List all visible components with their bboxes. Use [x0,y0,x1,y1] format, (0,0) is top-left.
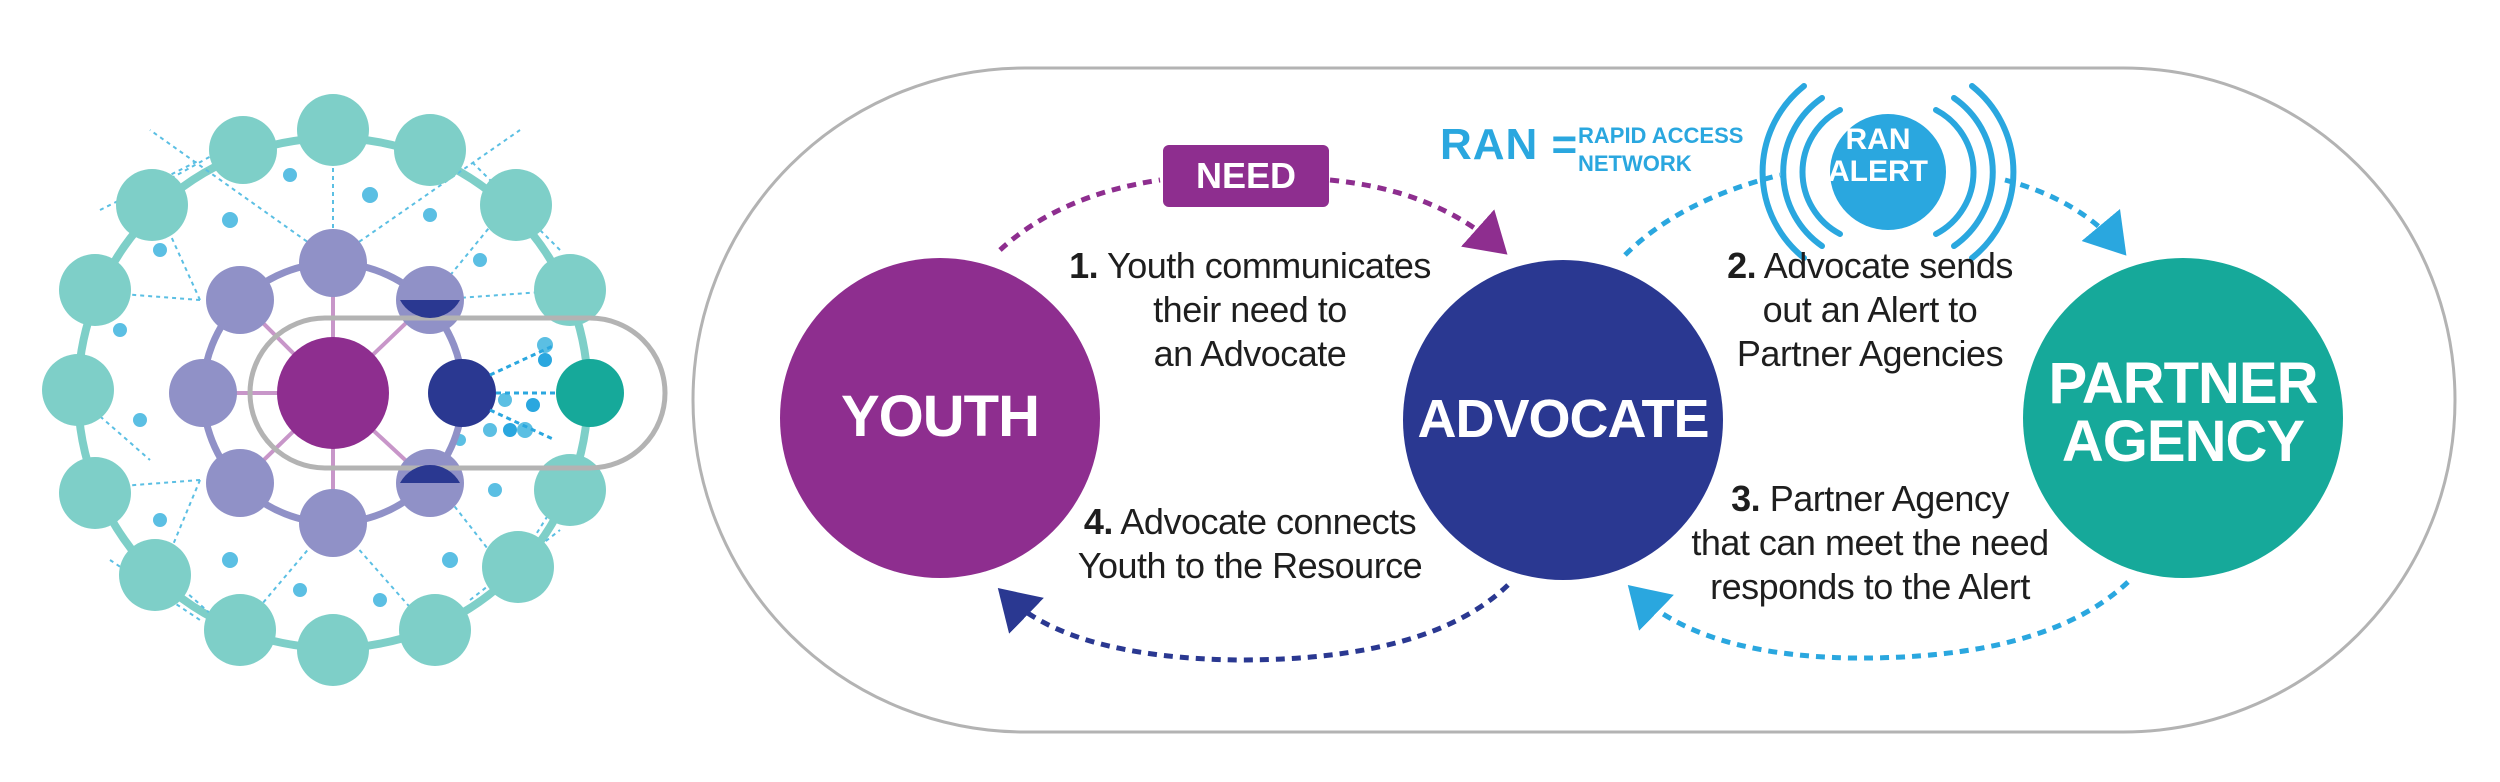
ran-full-line2: NETWORK [1578,151,1692,176]
partner-agency-node [2023,258,2343,578]
ran-alert-line1: RAN [1845,123,1911,156]
network-cluster-icon [42,94,668,686]
dashed-arrow-icon [2004,177,2127,256]
step-1-line2: their need to [1153,289,1347,330]
step-2-line2: out an Alert to [1762,289,1978,330]
need-tag: NEED [1163,145,1329,207]
partner-label-line2: AGENCY [2061,409,2305,474]
dashed-arrow-icon [1627,580,2130,661]
step-3-number: 3. [1731,478,1761,519]
youth-label: YOUTH [841,384,1040,449]
ran-full-name: RAPID ACCESS NETWORK [1578,122,1743,178]
step-3-line1: Partner Agency [1769,478,2010,519]
dashed-arrow-icon [1623,172,1781,257]
step-4-number: 4. [1083,501,1114,542]
highlight-pill [247,315,668,471]
ran-full-line1: RAPID ACCESS [1578,123,1744,148]
dashed-arrow-icon [998,177,1161,252]
ran-alert-line2: ALERT [1828,155,1928,188]
mini-partner-node [556,359,624,427]
step-3-line2: that can meet the need [1691,522,2049,563]
outer-nodes [42,94,606,686]
step-1-text: 1. Youth communicates their need to an A… [1040,244,1460,376]
youth-node [780,258,1100,578]
ran-alert-label: RAN ALERT [1818,124,1938,188]
step-1-line1: Youth communicates [1107,245,1431,286]
step-2-line1: Advocate sends [1763,245,2014,286]
step-2-line3: Partner Agencies [1736,333,2004,374]
broadcast-wave-icon [1759,83,2017,261]
mini-links [489,343,556,442]
process-outline [691,66,2457,734]
step-3-text: 3. Partner Agency that can meet the need… [1670,477,2070,609]
step-1-number: 1. [1069,245,1099,286]
step-2-number: 2. [1727,245,1757,286]
step-4-line1: Advocate connects [1120,501,1417,542]
mini-advocate-node [428,359,496,427]
step-1-line3: an Advocate [1153,333,1347,374]
dashed-arrow-icon [997,583,1510,663]
step-2-text: 2. Advocate sends out an Alert to Partne… [1680,244,2060,376]
mini-youth-node [277,337,389,449]
ran-alert-badge [1830,114,1946,230]
step-3-line3: responds to the Alert [1710,566,2030,607]
dashed-arrow-icon [1329,177,1508,255]
step-4-text: 4. Advocate connects Youth to the Resour… [1050,500,1450,588]
network-dots [113,168,553,607]
ran-abbreviation: RAN = [1440,120,1579,169]
advocate-node [1403,260,1723,580]
advocate-label: ADVOCATE [1417,389,1709,449]
step-4-line2: Youth to the Resource [1077,545,1423,586]
partner-label-line1: PARTNER [2048,351,2318,416]
